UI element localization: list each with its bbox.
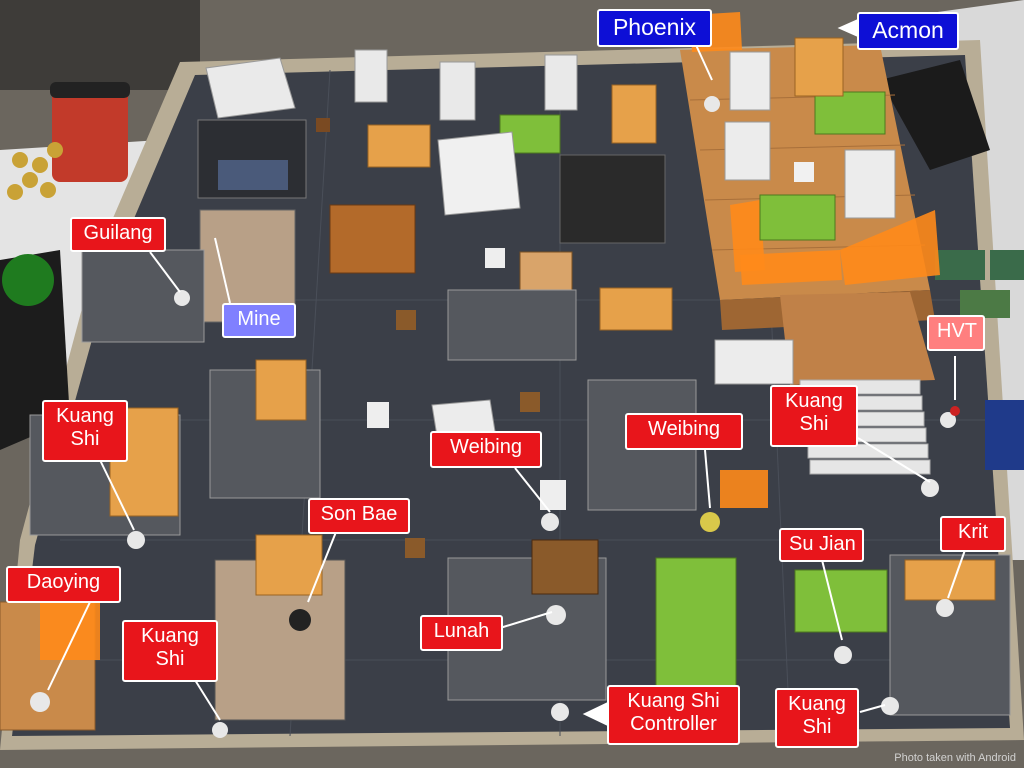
orange-crate — [255, 534, 323, 596]
wooden-ramp — [780, 292, 935, 385]
white-box-small — [794, 162, 814, 182]
wood-structure — [329, 204, 416, 274]
green-crate — [655, 557, 737, 689]
white-pod-structure — [437, 131, 521, 216]
card — [935, 250, 985, 280]
orange-barricade-small — [720, 470, 768, 508]
orange-barricade — [840, 210, 940, 285]
label-mine: Mine — [222, 303, 296, 338]
card — [960, 290, 1010, 318]
photo-watermark: Photo taken with Android — [894, 752, 1016, 764]
backpack — [880, 60, 990, 170]
label-su-jian: Su Jian — [779, 528, 864, 562]
label-krit: Krit — [940, 516, 1006, 552]
label-guilang: Guilang — [70, 217, 166, 252]
white-container — [544, 54, 578, 111]
label-kuang-shi-bottom-right: Kuang Shi — [775, 688, 859, 748]
label-kuang-shi-left: Kuang Shi — [42, 400, 128, 462]
orange-crate — [794, 37, 844, 97]
wood-structure — [531, 539, 599, 595]
coffee-cup — [52, 86, 128, 182]
label-lunah: Lunah — [420, 615, 503, 651]
label-hvt: HVT — [927, 315, 985, 351]
label-kuang-shi-right: Kuang Shi — [770, 385, 858, 447]
blue-folder — [985, 400, 1024, 470]
label-phoenix: Phoenix — [597, 9, 712, 47]
label-weibing-left: Weibing — [430, 431, 542, 468]
label-weibing-right: Weibing — [625, 413, 743, 450]
white-box-small — [485, 248, 505, 268]
green-crate — [814, 91, 886, 135]
token-pile — [7, 142, 63, 200]
green-crate — [794, 569, 888, 633]
label-acmon: Acmon — [857, 12, 959, 50]
label-daoying: Daoying — [6, 566, 121, 603]
small-crate — [316, 118, 330, 132]
white-crate-small — [714, 339, 794, 385]
label-kuang-shi-bottom-left: Kuang Shi — [122, 620, 218, 682]
orange-barricade — [730, 200, 765, 272]
coffee-cup-lid — [50, 82, 130, 98]
white-container — [354, 49, 388, 103]
white-crate — [724, 121, 771, 181]
white-crate — [844, 149, 896, 219]
dark-building-window — [218, 160, 288, 190]
miniature-bases — [30, 96, 960, 738]
small-crate — [405, 538, 425, 558]
white-container — [439, 61, 476, 121]
orange-crate — [367, 124, 431, 168]
floor-mat — [0, 0, 200, 90]
label-pointers — [47, 18, 966, 726]
small-crate — [396, 310, 416, 330]
grey-building — [447, 289, 577, 361]
dark-container — [559, 154, 666, 244]
orange-barricade — [740, 250, 842, 285]
small-crate — [520, 392, 540, 412]
orange-crate — [599, 287, 673, 331]
green-dice-cup — [2, 254, 54, 306]
white-pod-structure — [205, 57, 296, 119]
white-box-small — [367, 402, 389, 428]
orange-crate — [255, 359, 307, 421]
white-crate — [729, 51, 771, 111]
orange-crate — [611, 84, 657, 144]
orange-barricade-small — [40, 600, 100, 660]
green-crate — [759, 194, 836, 241]
label-son-bae: Son Bae — [308, 498, 410, 534]
card — [990, 250, 1024, 280]
label-kuang-shi-controller: Kuang Shi Controller — [607, 685, 740, 745]
